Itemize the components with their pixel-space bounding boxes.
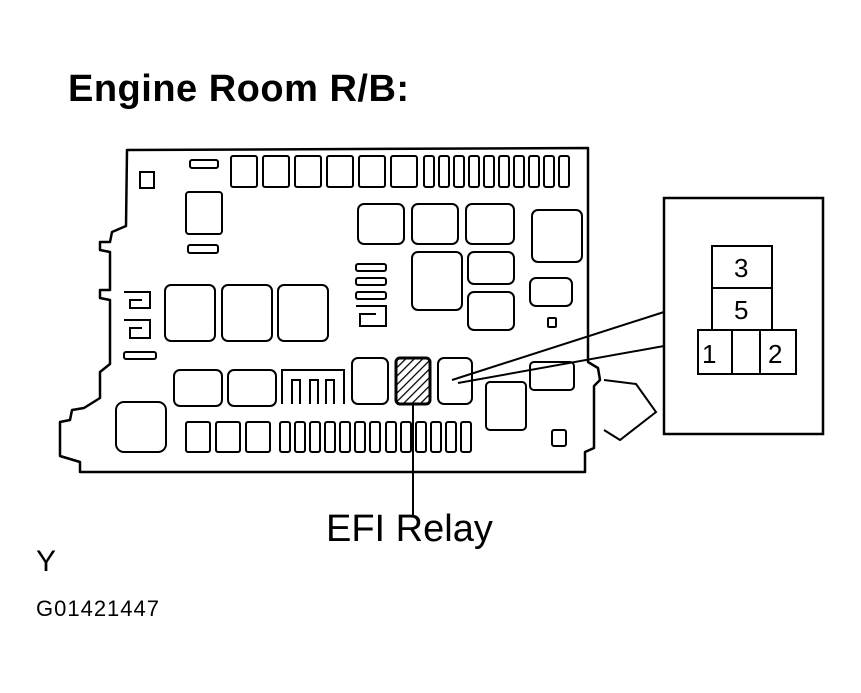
diagram-title: Engine Room R/B: — [68, 68, 410, 110]
efi-relay-highlight — [394, 356, 432, 406]
left-relays — [164, 191, 329, 342]
zoom-line-bottom — [457, 345, 665, 384]
pin-1-label: 1 — [702, 339, 716, 369]
bottom-fuse-row — [185, 421, 567, 453]
pin-2-label: 2 — [768, 339, 782, 369]
footer-letter: Y — [36, 545, 57, 578]
figure-code: G01421447 — [36, 596, 160, 621]
efi-relay-label: EFI Relay — [326, 508, 493, 550]
right-connector-tab — [603, 379, 658, 442]
lower-relays — [115, 357, 575, 453]
top-fuse-row — [189, 155, 570, 188]
left-terminals — [123, 291, 157, 360]
pin-5-label: 5 — [734, 295, 748, 325]
zoom-line-top — [451, 311, 665, 381]
connector-detail-box — [662, 196, 825, 436]
center-terminals — [355, 263, 387, 327]
block-small-square — [139, 171, 155, 189]
connector-pinout — [697, 245, 797, 375]
center-relays — [357, 203, 583, 331]
pin-3-label: 3 — [734, 253, 748, 283]
relay-block-outline — [58, 146, 602, 474]
